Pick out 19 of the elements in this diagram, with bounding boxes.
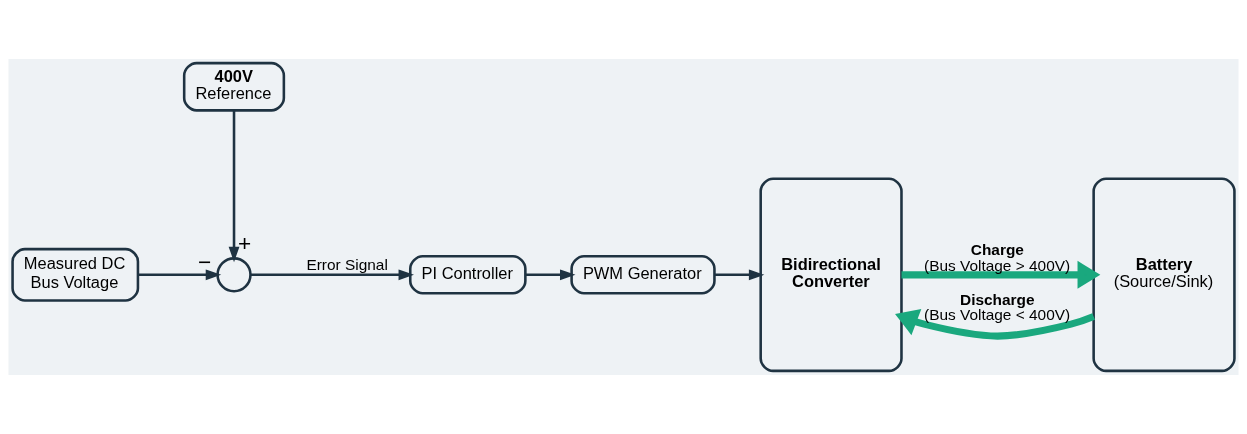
node-box: PWM Generator (570, 255, 716, 295)
edge-label: Charge (Bus Voltage > 400V) (924, 241, 1071, 274)
edge-label: Error Signal (306, 255, 388, 273)
arrow (714, 269, 765, 281)
node-box: Bidirectional Converter (759, 177, 903, 373)
node-circle (216, 257, 252, 293)
node-box: 400V Reference (182, 61, 286, 112)
edge-label: + (237, 231, 252, 257)
node-box: Measured DC Bus Voltage (11, 247, 140, 302)
node-box: PI Controller (408, 255, 527, 295)
node-box: Battery (Source/Sink) (1092, 177, 1236, 373)
edge-label: − (198, 250, 212, 275)
arrow (901, 260, 1101, 289)
arrow (895, 309, 1095, 340)
arrow (525, 269, 576, 281)
arrow (138, 269, 222, 281)
arrow (250, 269, 414, 281)
arrow (228, 110, 240, 263)
edge-label: Discharge (Bus Voltage < 400V) (924, 290, 1071, 324)
